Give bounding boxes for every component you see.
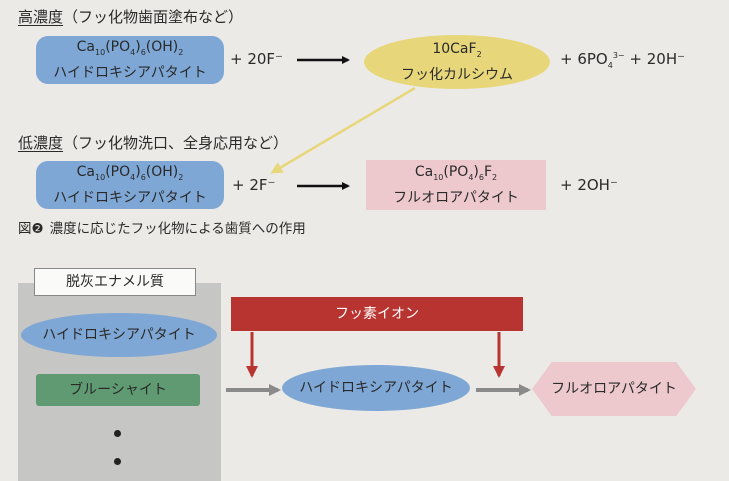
- enamel-label-box: 脱灰エナメル質: [34, 268, 196, 296]
- hap-box-low: Ca10(PO4)6(OH)2 ハイドロキシアパタイト: [36, 161, 224, 209]
- low-concentration-label: 低濃度: [18, 134, 64, 152]
- fap-box: Ca10(PO4)6F2 フルオロアパタイト: [366, 160, 546, 210]
- fap-hexagon-label: フルオロアパタイト: [551, 381, 677, 397]
- brushite-label: ブルーシャイト: [69, 382, 167, 398]
- low-product: + 2OH⁻: [560, 176, 618, 194]
- high-concentration-note: （フッ化物歯面塗布など）: [63, 8, 244, 26]
- continuation-dot-1: [114, 430, 121, 437]
- hap-formula-low: Ca10(PO4)6(OH)2: [76, 164, 184, 182]
- bottom-arrows: [226, 332, 531, 396]
- enamel-hap-label: ハイドロキシアパタイト: [42, 327, 196, 343]
- enamel-label: 脱灰エナメル質: [66, 274, 164, 290]
- low-reagent: + 2F⁻: [232, 176, 276, 194]
- top-arrows: [270, 56, 416, 190]
- fap-hexagon: フルオロアパタイト: [532, 362, 696, 416]
- enamel-hap-ellipse: ハイドロキシアパタイト: [21, 313, 217, 357]
- high-reagent: + 20F⁻: [230, 50, 283, 68]
- high-concentration-label: 高濃度: [18, 8, 64, 26]
- middle-hap-ellipse: ハイドロキシアパタイト: [282, 365, 470, 411]
- low-concentration-note: （フッ化物洗口、全身応用など）: [63, 134, 289, 152]
- fluoride-ion-bar: フッ素イオン: [231, 297, 523, 331]
- high-concentration-heading: 高濃度（フッ化物歯面塗布など）: [18, 10, 243, 25]
- high-product: + 6PO43− + 20H⁻: [560, 50, 686, 70]
- fap-formula: Ca10(PO4)6F2: [414, 164, 498, 182]
- hap-box-high: Ca10(PO4)6(OH)2 ハイドロキシアパタイト: [36, 36, 224, 84]
- caf2-name: フッ化カルシウム: [401, 66, 513, 83]
- hap-name-low: ハイドロキシアパタイト: [53, 189, 207, 206]
- continuation-dot-2: [114, 458, 121, 465]
- low-concentration-heading: 低濃度（フッ化物洗口、全身応用など）: [18, 136, 288, 151]
- brushite-box: ブルーシャイト: [36, 374, 200, 406]
- fluoride-ion-label: フッ素イオン: [335, 306, 419, 322]
- middle-hap-label: ハイドロキシアパタイト: [299, 380, 453, 396]
- caf2-release-arrow: [270, 86, 416, 174]
- fap-name: フルオロアパタイト: [393, 189, 519, 206]
- hap-name: ハイドロキシアパタイト: [53, 64, 207, 81]
- hap-formula: Ca10(PO4)6(OH)2: [76, 39, 184, 57]
- caf2-formula: 10CaF2: [432, 41, 482, 59]
- caf2-ellipse: 10CaF2 フッ化カルシウム: [364, 35, 550, 89]
